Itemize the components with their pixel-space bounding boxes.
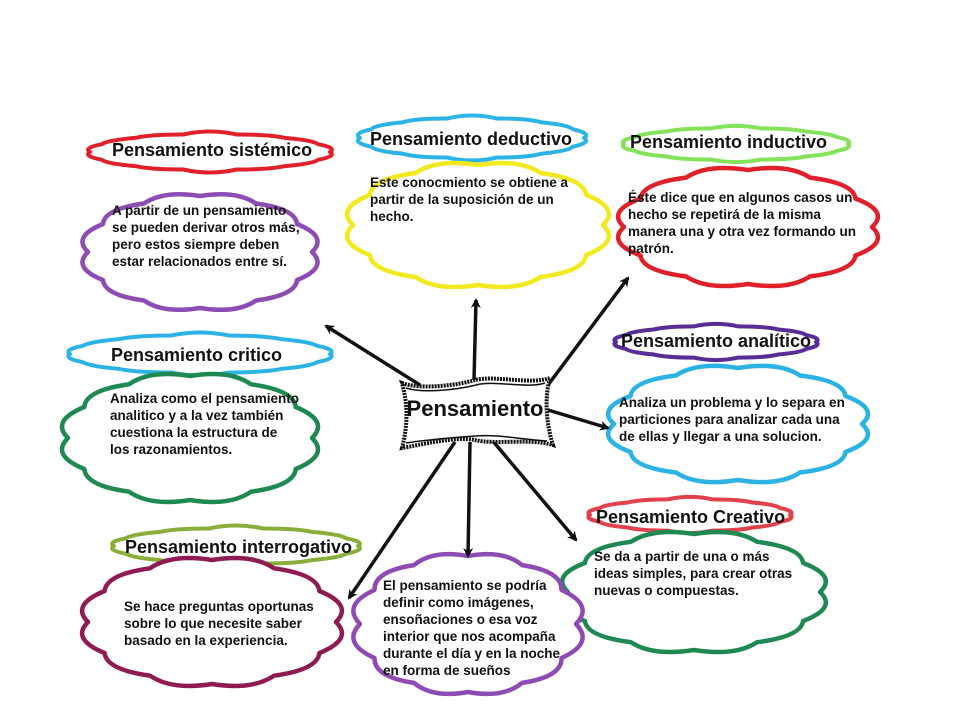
cloud-desc-analitico [605, 363, 871, 485]
cloud-title-analitico [612, 321, 820, 363]
node-title-interrogativo: Pensamiento interrogativo [125, 537, 353, 557]
node-description-deductivo: Este conocmiento se obtiene a partir de … [370, 175, 569, 224]
cloud-desc-sistemico [80, 192, 320, 312]
arrow-to-general [463, 441, 474, 558]
node-description-critico: Analiza como el pensamiento analitico y … [110, 391, 300, 457]
node-description-analitico: Analiza un problema y lo separa en parti… [619, 395, 845, 444]
node-title-sistemico: Pensamiento sistémico [112, 140, 313, 160]
cloud-title-creativo [586, 494, 794, 536]
node-title-creativo: Pensamiento Creativo [596, 507, 786, 527]
center-node-label: Pensamiento [406, 396, 544, 421]
arrow-to-deductivo [470, 298, 481, 381]
arrow-to-interrogativo [347, 441, 457, 600]
cloud-title-deductivo [355, 113, 589, 163]
cloud-title-critico [66, 330, 334, 378]
arrow-to-creativo [490, 438, 578, 542]
arrow-to-analitico [547, 408, 610, 431]
arrow-to-sistemico [324, 324, 421, 387]
cloud-desc-general [351, 551, 585, 697]
cloud-desc-critico [59, 371, 321, 505]
node-description-sistemico: A partir de un pensamiento se pueden der… [112, 203, 300, 269]
node-description-inductivo: Éste dice que en algunos casos un hecho … [628, 190, 857, 256]
center-scroll-shape [399, 374, 557, 451]
cloud-desc-deductivo [344, 160, 612, 290]
cloud-title-inductivo [620, 123, 852, 165]
node-description-interrogativo: Se hace preguntas oportunas sobre lo que… [124, 599, 314, 648]
node-title-critico: Pensamiento critico [111, 345, 283, 365]
cloud-title-sistemico [86, 129, 334, 175]
cloud-title-interrogativo [110, 523, 362, 569]
arrow-to-inductivo [546, 276, 630, 387]
node-description-general: El pensamiento se podría definir como im… [383, 578, 561, 678]
cloud-desc-inductivo [615, 165, 881, 289]
node-description-creativo: Se da a partir de una o más ideas simple… [594, 549, 793, 598]
node-title-deductivo: Pensamiento deductivo [370, 129, 573, 149]
cloud-desc-interrogativo [79, 555, 345, 689]
node-title-inductivo: Pensamiento inductivo [630, 132, 828, 152]
node-title-analitico: Pensamiento analítico [621, 331, 812, 351]
